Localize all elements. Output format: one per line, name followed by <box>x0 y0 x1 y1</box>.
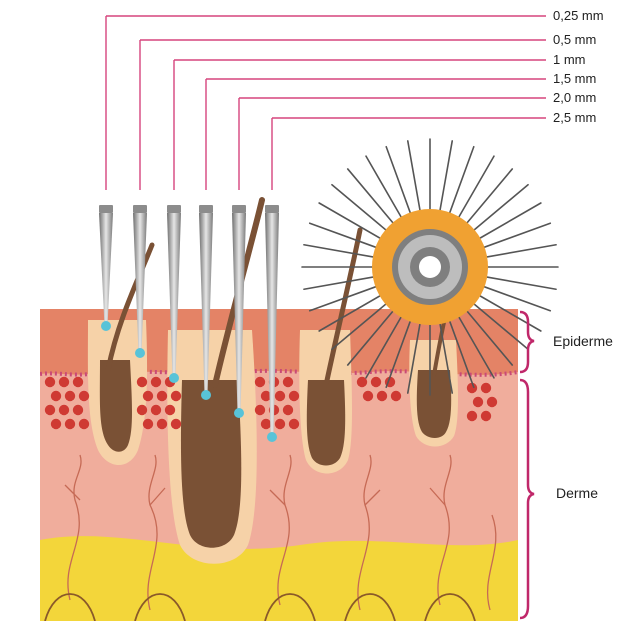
blood-cell <box>65 419 75 429</box>
dermis-bracket <box>520 380 534 618</box>
blood-cell <box>487 397 497 407</box>
blood-cell <box>165 405 175 415</box>
roller-axle <box>419 256 441 278</box>
blood-cell <box>377 391 387 401</box>
blood-cell <box>143 391 153 401</box>
needle-tip <box>101 321 111 331</box>
blood-cell <box>261 419 271 429</box>
blood-cell <box>59 405 69 415</box>
blood-cell <box>137 377 147 387</box>
blood-cell <box>51 391 61 401</box>
depth-label-2: 0,5 mm <box>553 32 596 48</box>
blood-cell <box>481 411 491 421</box>
depth-label-3: 1 mm <box>553 52 586 68</box>
depth-label-1: 0,25 mm <box>553 8 604 24</box>
blood-cell <box>275 419 285 429</box>
blood-cell <box>171 391 181 401</box>
epidermis-label: Epiderme <box>553 333 613 349</box>
blood-cell <box>137 405 147 415</box>
depth-label-6: 2,5 mm <box>553 110 596 126</box>
blood-cell <box>59 377 69 387</box>
blood-cell <box>363 391 373 401</box>
blood-cell <box>157 419 167 429</box>
blood-cell <box>45 405 55 415</box>
blood-cell <box>171 419 181 429</box>
blood-cell <box>467 411 477 421</box>
blood-cell <box>473 397 483 407</box>
blood-cell <box>371 377 381 387</box>
blood-cell <box>73 377 83 387</box>
blood-cell <box>65 391 75 401</box>
blood-cell <box>151 405 161 415</box>
blood-cell <box>151 377 161 387</box>
depth-label-5: 2,0 mm <box>553 90 596 106</box>
leader-line <box>140 40 546 190</box>
depth-label-4: 1,5 mm <box>553 71 596 87</box>
blood-cell <box>157 391 167 401</box>
blood-cell <box>289 419 299 429</box>
needle-tip <box>201 390 211 400</box>
blood-cell <box>481 383 491 393</box>
blood-cell <box>391 391 401 401</box>
blood-cell <box>283 405 293 415</box>
blood-cell <box>255 377 265 387</box>
blood-cell <box>143 419 153 429</box>
leader-line <box>106 16 546 190</box>
needle-tip <box>234 408 244 418</box>
needle-tip <box>169 373 179 383</box>
blood-cell <box>51 419 61 429</box>
leader-line <box>239 98 546 190</box>
blood-cell <box>79 419 89 429</box>
needle-tip <box>135 348 145 358</box>
blood-cell <box>289 391 299 401</box>
blood-cell <box>45 377 55 387</box>
dermis-label: Derme <box>556 485 598 501</box>
blood-cell <box>73 405 83 415</box>
needle-tip <box>267 432 277 442</box>
blood-cell <box>275 391 285 401</box>
blood-cell <box>255 405 265 415</box>
blood-cell <box>79 391 89 401</box>
blood-cell <box>283 377 293 387</box>
leader-line <box>272 118 546 190</box>
